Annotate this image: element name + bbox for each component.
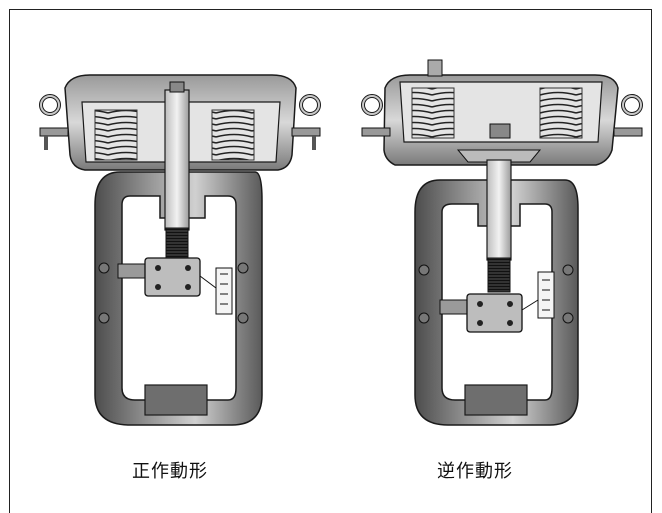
figure-frame	[9, 9, 652, 513]
caption-direct-acting: 正作動形	[132, 461, 208, 482]
caption-reverse-acting: 逆作動形	[437, 461, 513, 482]
left-actuator-group	[39, 74, 321, 426]
reverse-acting-actuator-illustration	[361, 59, 643, 426]
